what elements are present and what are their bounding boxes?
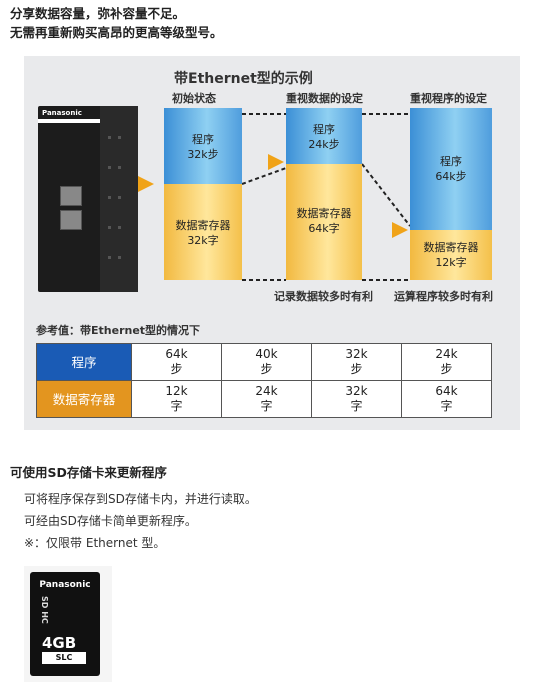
intro-text: 分享数据容量，弥补容量不足。 无需再重新购买高昂的更高等级型号。 <box>10 4 223 42</box>
sd-line-2: 可经由SD存储卡简单更新程序。 <box>24 514 197 528</box>
intro-line-2: 无需再重新购买高昂的更高等级型号。 <box>10 25 223 40</box>
plc-port-icon <box>60 210 82 230</box>
dashed-connectors <box>241 113 411 281</box>
program-label: 程序 <box>440 155 462 168</box>
sd-card-image: Panasonic SD HC 4GB SLC <box>24 566 112 682</box>
arrow-right-icon <box>392 222 408 238</box>
sd-line-3: ※：仅限带 Ethernet 型。 <box>24 536 166 550</box>
row-header-data-register: 数据寄存器 <box>36 380 132 418</box>
sd-card-type: SLC <box>42 652 86 664</box>
sd-card-brand: Panasonic <box>39 580 91 590</box>
program-bar: 程序 32k步 <box>164 108 242 184</box>
column-label-initial: 初始状态 <box>172 92 216 105</box>
data-register-label: 数据寄存器 <box>296 207 352 220</box>
plc-pin <box>108 196 111 199</box>
program-label: 程序 <box>313 123 335 136</box>
plc-pin <box>118 166 121 169</box>
memory-allocation-figure: 带Ethernet型的示例 Panasonic 初始状态 程序 32k步 <box>24 56 520 430</box>
plc-pin <box>118 226 121 229</box>
program-size: 24k步 <box>308 138 340 151</box>
sd-card-capacity: 4GB <box>42 634 77 652</box>
data-register-bar: 数据寄存器 12k字 <box>410 230 492 280</box>
arrow-right-icon <box>138 176 154 192</box>
bottom-label-data: 记录数据较多时有利 <box>274 290 373 303</box>
sd-card-body: Panasonic SD HC 4GB SLC <box>30 572 100 676</box>
column-label-data-priority: 重视数据的设定 <box>286 92 363 105</box>
column-label-program-priority: 重视程序的设定 <box>410 92 487 105</box>
plc-device-image: Panasonic <box>38 106 138 292</box>
row-header-program: 程序 <box>36 343 132 381</box>
program-bar: 程序 24k步 <box>286 108 362 164</box>
intro-line-1: 分享数据容量，弥补容量不足。 <box>10 6 186 21</box>
plc-pin <box>118 256 121 259</box>
plc-brand-label: Panasonic <box>42 109 82 117</box>
plc-strip <box>38 119 100 123</box>
plc-pin <box>108 226 111 229</box>
data-register-label: 数据寄存器 <box>423 241 479 254</box>
bottom-label-program: 运算程序较多时有利 <box>394 290 493 303</box>
data-register-size: 12k字 <box>435 256 467 269</box>
sd-section-body: 可将程序保存到SD存储卡内，并进行读取。 可经由SD存储卡简单更新程序。 ※：仅… <box>24 488 257 554</box>
data-register-bar: 数据寄存器 32k字 <box>164 184 242 280</box>
reference-note: 参考值：带Ethernet型的情况下 <box>36 324 201 337</box>
plc-pin <box>108 166 111 169</box>
program-size: 64k步 <box>435 170 467 183</box>
plc-pin <box>108 256 111 259</box>
program-size: 32k步 <box>187 148 219 161</box>
plc-pin <box>118 196 121 199</box>
sdhc-logo-icon: SD HC <box>40 596 49 624</box>
program-label: 程序 <box>192 133 214 146</box>
plc-pin <box>108 136 111 139</box>
sd-section-title: 可使用SD存储卡来更新程序 <box>10 465 167 480</box>
program-bar: 程序 64k步 <box>410 108 492 230</box>
plc-pin <box>118 136 121 139</box>
data-register-size: 64k字 <box>308 222 340 235</box>
figure-title: 带Ethernet型的示例 <box>174 71 313 87</box>
arrow-right-icon <box>268 154 284 170</box>
data-register-label: 数据寄存器 <box>175 219 231 232</box>
plc-port-icon <box>60 186 82 206</box>
data-register-size: 32k字 <box>187 234 219 247</box>
sd-line-1: 可将程序保存到SD存储卡内，并进行读取。 <box>24 492 257 506</box>
data-register-bar: 数据寄存器 64k字 <box>286 164 362 280</box>
